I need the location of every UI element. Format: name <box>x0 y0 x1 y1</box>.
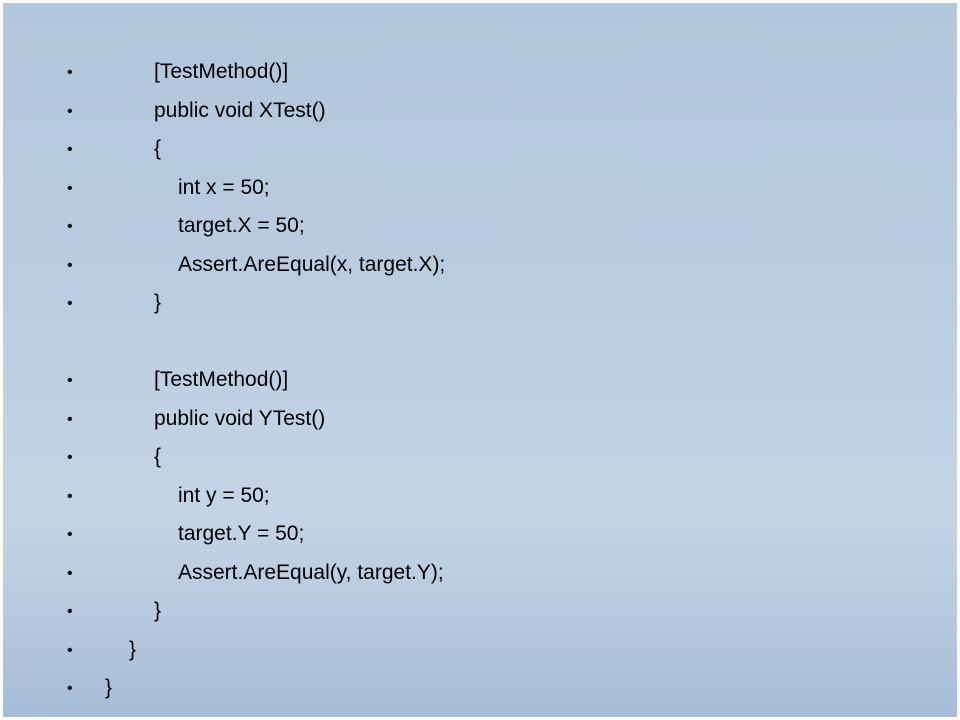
code-line: •{ <box>3 442 803 474</box>
code-line-text: [TestMethod()] <box>154 60 289 83</box>
bullet-dot-icon: • <box>67 64 73 81</box>
bullet-dot-icon: • <box>67 564 73 582</box>
code-line: • Assert.AreEqual(y, target.Y); <box>3 558 803 590</box>
bullet-dot-icon: • <box>67 526 73 543</box>
code-line: • target.Y = 50; <box>3 519 803 551</box>
bullet-dot-icon: • <box>67 141 73 158</box>
bullet-dot-icon: • <box>67 295 73 312</box>
code-line-text: } <box>154 599 162 622</box>
bullet-dot-icon: • <box>67 680 73 697</box>
code-line: • public void XTest() <box>3 96 803 128</box>
bullet-dot-icon: • <box>67 218 73 235</box>
bullet-dot-icon: • <box>67 641 73 659</box>
code-line-text: Assert.AreEqual(y, target.Y); <box>178 560 444 584</box>
code-line: • target.X = 50; <box>3 211 803 243</box>
code-line: • [TestMethod()] <box>3 57 803 89</box>
bullet-dot-icon: • <box>67 179 73 197</box>
code-line-text: { <box>154 137 162 160</box>
code-line-text: target.X = 50; <box>178 214 305 237</box>
code-line-text: public void YTest() <box>154 406 326 430</box>
code-line-text: target.Y = 50; <box>178 522 305 545</box>
code-line: • public void YTest() <box>3 404 803 436</box>
bullet-dot-icon: • <box>67 487 73 505</box>
bullet-dot-icon: • <box>67 102 73 120</box>
code-line: • Assert.AreEqual(x, target.X); <box>3 250 803 282</box>
code-line-text: int x = 50; <box>178 175 270 199</box>
code-line: •{ <box>3 134 803 166</box>
code-line: •} <box>3 673 803 705</box>
bullet-dot-icon: • <box>67 603 73 620</box>
code-line-text: } <box>105 676 113 699</box>
bullet-dot-icon: • <box>67 372 73 389</box>
code-line: • [TestMethod()] <box>3 365 803 397</box>
code-line-text: Assert.AreEqual(x, target.X); <box>178 252 446 276</box>
bullet-dot-icon: • <box>67 410 73 428</box>
code-line: •} <box>3 635 803 667</box>
code-line-text: } <box>129 637 137 661</box>
code-line: •} <box>3 288 803 320</box>
code-line-text: } <box>154 291 162 314</box>
bullet-dot-icon: • <box>67 449 73 466</box>
code-line-text: [TestMethod()] <box>154 368 289 391</box>
bullet-dot-icon: • <box>67 256 73 274</box>
code-line-text: public void XTest() <box>154 98 326 122</box>
code-line: •} <box>3 596 803 628</box>
code-line: • int y = 50; <box>3 481 803 513</box>
code-line: • int x = 50; <box>3 173 803 205</box>
code-line-text: { <box>154 445 162 468</box>
code-line-text: int y = 50; <box>178 483 270 507</box>
